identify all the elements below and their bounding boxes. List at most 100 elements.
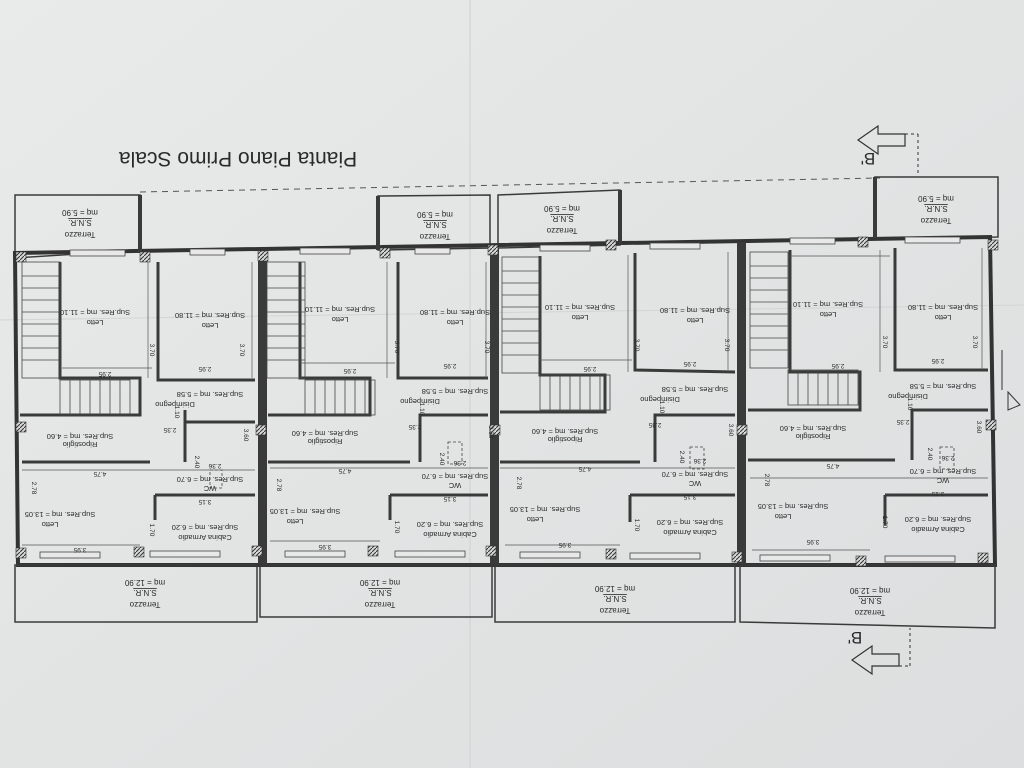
wc-area-label: Sup.Res. mq = 6.70: [662, 470, 729, 479]
terrace-label: Terrazzo: [64, 230, 95, 239]
hallway-label: Disimpegno: [155, 400, 195, 409]
section-arrow-top: B': [856, 124, 919, 175]
bedroom-area-label: Sup.Res. mq = 11.80: [660, 306, 730, 315]
terrace-area-label: mq = 5.90: [417, 210, 453, 219]
dimension-label: 2.95: [683, 360, 696, 367]
terrace-area-label: mq = 5.90: [544, 204, 580, 213]
dimension-label: 3.70: [633, 339, 640, 352]
hallway-area-label: Sup.Res. mq = 5.58: [422, 387, 489, 396]
dimension-label: 2.95: [831, 362, 844, 369]
dimension-label: 2.95: [343, 367, 356, 374]
hallway-label: Disimpegno: [888, 392, 928, 401]
terrace-area-label: mq = 5.90: [918, 194, 954, 203]
dimension-label: 1.70: [148, 524, 155, 537]
terrace-snr-label: S.N.R.: [924, 204, 948, 213]
bedroom-label: Letto: [775, 512, 792, 521]
bedroom-area-label: Sup.Res. mq = 11.10: [793, 300, 863, 309]
section-arrow-right: [1001, 350, 1021, 411]
dimension-label: 1.70: [633, 519, 640, 532]
section-label-top: B': [861, 149, 876, 168]
wc-area-label: Sup.Res. mq = 6.70: [422, 472, 489, 481]
bedroom-area-label: Sup.Res. mq = 13.05: [510, 505, 581, 514]
terrace-snr-label: S.N.R.: [603, 594, 627, 603]
dimension-label: 4.75: [578, 465, 591, 472]
dimension-label: 2.95: [931, 357, 944, 364]
dimension-label: 3.70: [148, 344, 155, 357]
dimension-label: 3.70: [881, 336, 888, 349]
terrace-area-label: mq = 12.90: [124, 578, 165, 587]
storage-area-label: Sup.Res. mq = 4.60: [47, 432, 114, 441]
terrace-area-label: mq = 5.90: [62, 208, 98, 217]
dimension-label: 4.75: [826, 462, 839, 469]
bedroom-label: Letto: [527, 515, 544, 524]
bedroom-area-label: Sup.Res. mq = 13.05: [270, 507, 341, 516]
bedroom-area-label: Sup.Res. mq = 13.05: [25, 510, 96, 519]
hallway-area-label: Sup.Res. mq = 5.58: [662, 385, 729, 394]
bedroom-label: Letto: [447, 318, 464, 327]
dimension-label: 1.70: [881, 516, 888, 529]
bedroom-label: Letto: [202, 321, 219, 330]
dimension-label: 3.15: [931, 490, 944, 497]
dimension-label: 3.15: [683, 493, 696, 500]
terrace-area-label: mq = 12.90: [594, 584, 635, 593]
dimension-label: 3.95: [806, 538, 819, 545]
dimension-label: 1.10: [173, 406, 180, 419]
dimension-label: 4.75: [338, 467, 351, 474]
terrace-snr-label: S.N.R.: [68, 218, 92, 227]
dimension-label: 2.78: [275, 479, 282, 492]
dimension-label: 2.36: [453, 459, 466, 466]
hallway-label: Disimpegno: [400, 397, 440, 406]
wc-area-label: Sup.Res. mq = 6.70: [910, 467, 977, 476]
terrace-label: Terrazzo: [364, 600, 395, 609]
terrace-label: Terrazzo: [546, 226, 577, 235]
dimension-label: 3.95: [73, 546, 86, 553]
dimension-label: 3.60: [975, 421, 982, 434]
hallway-area-label: Sup.Res. mq = 5.58: [177, 390, 244, 399]
storage-area-label: Sup.Res. mq = 4.60: [532, 427, 599, 436]
dimension-label: 1.10: [906, 398, 913, 411]
bedroom-area-label: Sup.Res. mq = 13.05: [758, 502, 829, 511]
dimension-label: 3.15: [198, 498, 211, 505]
closet-area-label: Sup.Res. mq = 6.20: [657, 518, 724, 527]
terrace-snr-label: S.N.R.: [858, 596, 882, 605]
bedroom-label: Letto: [820, 310, 837, 319]
dimension-label: 2.35: [163, 426, 176, 433]
dimension-label: 3.60: [487, 426, 494, 439]
dimension-label: 2.78: [763, 474, 770, 487]
terrace-label: Terrazzo: [854, 608, 885, 617]
closet-area-label: Sup.Res. mq = 6.20: [172, 523, 239, 532]
stairs: [21, 251, 859, 416]
bedroom-area-label: Sup.Res. mq = 11.80: [908, 303, 978, 312]
terrace-snr-label: S.N.R.: [550, 214, 574, 223]
lower-terraces: [14, 564, 996, 629]
closet-area-label: Sup.Res. mq = 6.20: [905, 515, 972, 524]
bedroom-label: Letto: [87, 318, 104, 327]
storage-label: Ripostiglio: [308, 437, 343, 446]
dimension-label: 2.40: [926, 448, 933, 461]
bedroom-area-label: Sup.Res. mq = 11.10: [545, 303, 615, 312]
dimension-label: 2.40: [438, 453, 445, 466]
dimension-label: 2.78: [30, 482, 37, 495]
bedroom-area-label: Sup.Res. mq = 11.10: [60, 308, 130, 317]
dimension-label: 2.95: [98, 370, 111, 377]
storage-label: Ripostiglio: [548, 435, 583, 444]
closet-label: Cabina Armadio: [423, 530, 476, 539]
bedroom-label: Letto: [687, 316, 704, 325]
section-arrow-bottom: B': [848, 628, 911, 676]
dimension-label: 2.36: [941, 454, 954, 461]
dimension-label: 3.60: [242, 429, 249, 442]
dimension-label: 3.95: [318, 543, 331, 550]
dimension-label: 4.75: [93, 470, 106, 477]
dimension-label: 2.95: [583, 365, 596, 372]
dimension-label: 2.78: [515, 477, 522, 490]
bedroom-label: Letto: [935, 313, 952, 322]
dimension-label: 2.40: [678, 451, 685, 464]
dimension-label: 1.10: [658, 401, 665, 414]
sheet-title: Pianta Piano Primo Scala: [119, 147, 357, 170]
dimension-label: 2.95: [443, 362, 456, 369]
terrace-label: Terrazzo: [920, 216, 951, 225]
terrace-area-label: mq = 12.90: [849, 586, 890, 595]
closet-label: Cabina Armadio: [663, 528, 716, 537]
dimension-label: 3.70: [971, 336, 978, 349]
